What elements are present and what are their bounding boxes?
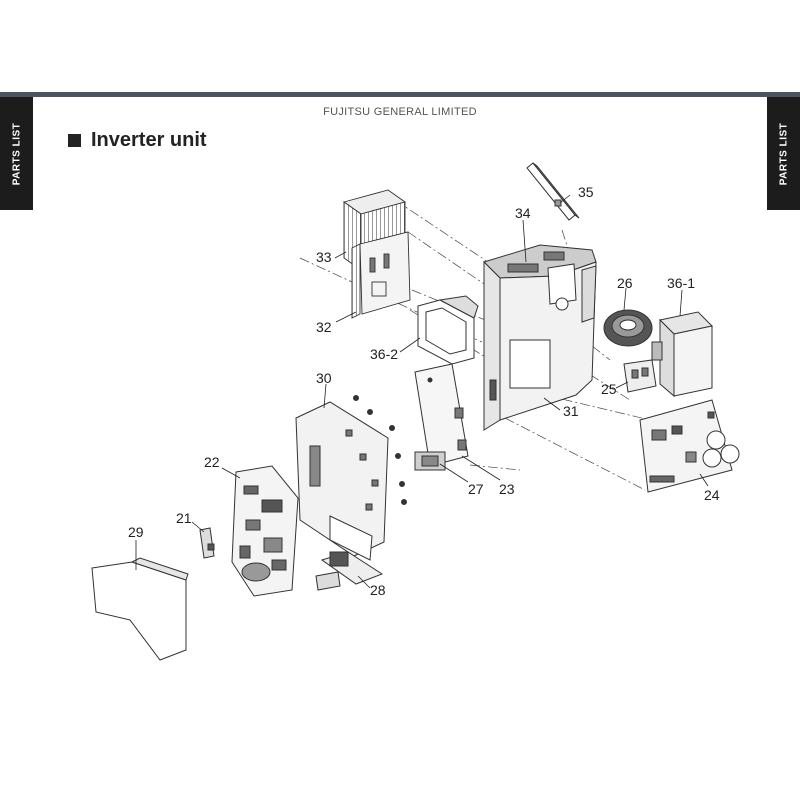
part-28-bracket (315, 551, 384, 591)
callout-leaders (135, 194, 709, 589)
part-21-small-board (199, 527, 215, 559)
callout-24: 24 (704, 487, 720, 503)
part-36-1-cover (651, 311, 714, 398)
part-30-mount-frame (295, 395, 407, 561)
part-23-pcb (414, 363, 469, 467)
callout-25: 25 (601, 381, 617, 397)
callout-33: 33 (316, 249, 332, 265)
part-29-front-cover (91, 557, 189, 661)
section-heading: Inverter unit (68, 129, 207, 152)
callout-28: 28 (370, 582, 386, 598)
callout-23: 23 (499, 481, 515, 497)
company-name: FUJITSU GENERAL LIMITED (323, 106, 477, 118)
part-27-transformer (414, 451, 446, 471)
side-tab-right: PARTS LIST (767, 97, 800, 210)
callout-labels: 35 34 33 32 36-2 26 36-1 25 30 31 22 21 … (128, 184, 720, 598)
section-title: Inverter unit (91, 129, 207, 151)
callout-26: 26 (617, 275, 633, 291)
callout-30: 30 (316, 370, 332, 386)
part-35-bracket (526, 162, 580, 221)
callout-29: 29 (128, 524, 144, 540)
header-rule (0, 92, 800, 97)
top-margin (0, 0, 800, 92)
callout-36-1: 36-1 (667, 275, 695, 291)
callout-35: 35 (578, 184, 594, 200)
callout-27: 27 (468, 481, 484, 497)
part-25-terminal-block (623, 359, 657, 393)
part-36-2-frame (417, 295, 479, 365)
heading-square-icon (68, 134, 81, 147)
callout-21: 21 (176, 510, 192, 526)
side-tab-left: PARTS LIST (0, 97, 33, 210)
part-24-power-pcb (639, 399, 740, 493)
callout-34: 34 (515, 205, 531, 221)
callout-32: 32 (316, 319, 332, 335)
part-32-mount-plate (351, 231, 411, 319)
bottom-margin (0, 708, 800, 800)
part-26-reactor (603, 309, 653, 347)
callout-31: 31 (563, 403, 579, 419)
part-31-main-chassis (483, 244, 597, 431)
part-22-control-pcb (231, 465, 299, 597)
callout-22: 22 (204, 454, 220, 470)
callout-36-2: 36-2 (370, 346, 398, 362)
